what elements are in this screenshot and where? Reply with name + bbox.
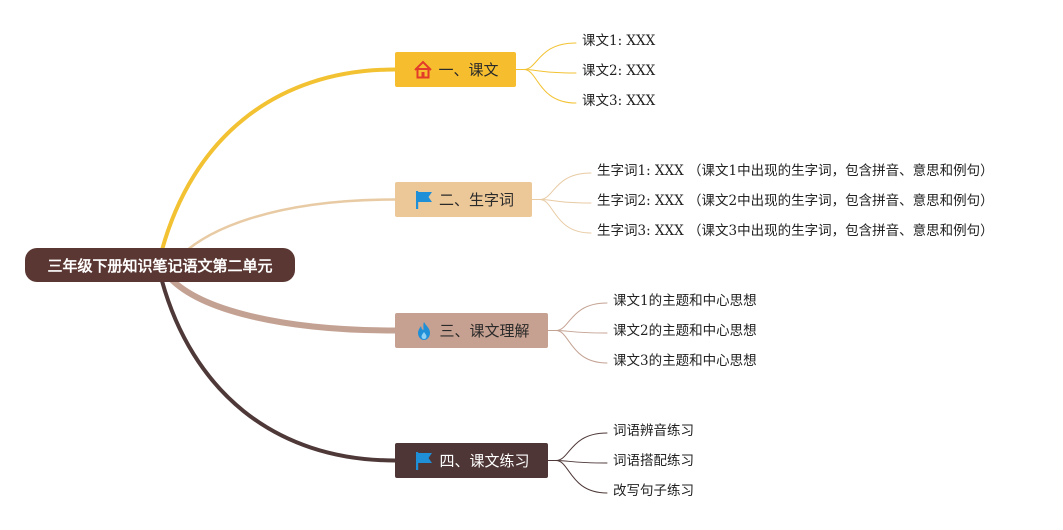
- leaf-item[interactable]: 课文3: XXX: [582, 93, 656, 109]
- leaf-connector: [531, 199, 592, 234]
- branch-connector: [160, 279, 397, 463]
- branch-node-exercises[interactable]: 四、课文练习: [395, 443, 548, 478]
- leaf-item[interactable]: 课文2: XXX: [582, 63, 656, 79]
- branch-node-vocabulary[interactable]: 二、生字词: [395, 182, 532, 217]
- leaf-connector: [547, 432, 608, 461]
- leaf-item[interactable]: 词语搭配练习: [613, 453, 694, 469]
- root-node[interactable]: 三年级下册知识笔记语文第二单元: [25, 248, 295, 282]
- leaf-item[interactable]: 课文1: XXX: [582, 33, 656, 49]
- leaf-connector: [515, 69, 577, 104]
- leaf-item[interactable]: 词语辨音练习: [613, 423, 694, 439]
- leaf-connector: [547, 330, 608, 364]
- leaf-item[interactable]: 生字词1: XXX （课文1中出现的生字词，包含拼音、意思和例句）: [597, 163, 994, 179]
- flag-icon: [413, 189, 435, 211]
- branch-label: 一、课文: [438, 61, 499, 79]
- leaf-connector: [547, 460, 608, 494]
- home-icon: [412, 59, 434, 81]
- branch-label: 三、课文理解: [439, 322, 530, 340]
- leaf-item[interactable]: 课文2的主题和中心思想: [613, 323, 757, 339]
- leaf-connector: [515, 42, 577, 70]
- branch-connector: [167, 275, 398, 334]
- branch-label: 四、课文练习: [439, 452, 530, 470]
- fire-icon: [413, 320, 435, 342]
- leaf-item[interactable]: 课文1的主题和中心思想: [613, 293, 757, 309]
- leaf-connector: [547, 302, 608, 331]
- leaf-connector: [531, 172, 592, 200]
- root-label: 三年级下册知识笔记语文第二单元: [47, 256, 273, 275]
- branch-node-texts[interactable]: 一、课文: [395, 52, 516, 87]
- leaf-item[interactable]: 生字词3: XXX （课文3中出现的生字词，包含拼音、意思和例句）: [597, 223, 994, 239]
- branch-node-comprehension[interactable]: 三、课文理解: [395, 313, 548, 348]
- branch-connector: [160, 67, 397, 252]
- branch-label: 二、生字词: [438, 191, 514, 209]
- leaf-item[interactable]: 改写句子练习: [613, 483, 694, 499]
- leaf-item[interactable]: 课文3的主题和中心思想: [613, 353, 757, 369]
- flag-icon: [413, 450, 435, 472]
- leaf-item[interactable]: 生字词2: XXX （课文2中出现的生字词，包含拼音、意思和例句）: [597, 193, 994, 209]
